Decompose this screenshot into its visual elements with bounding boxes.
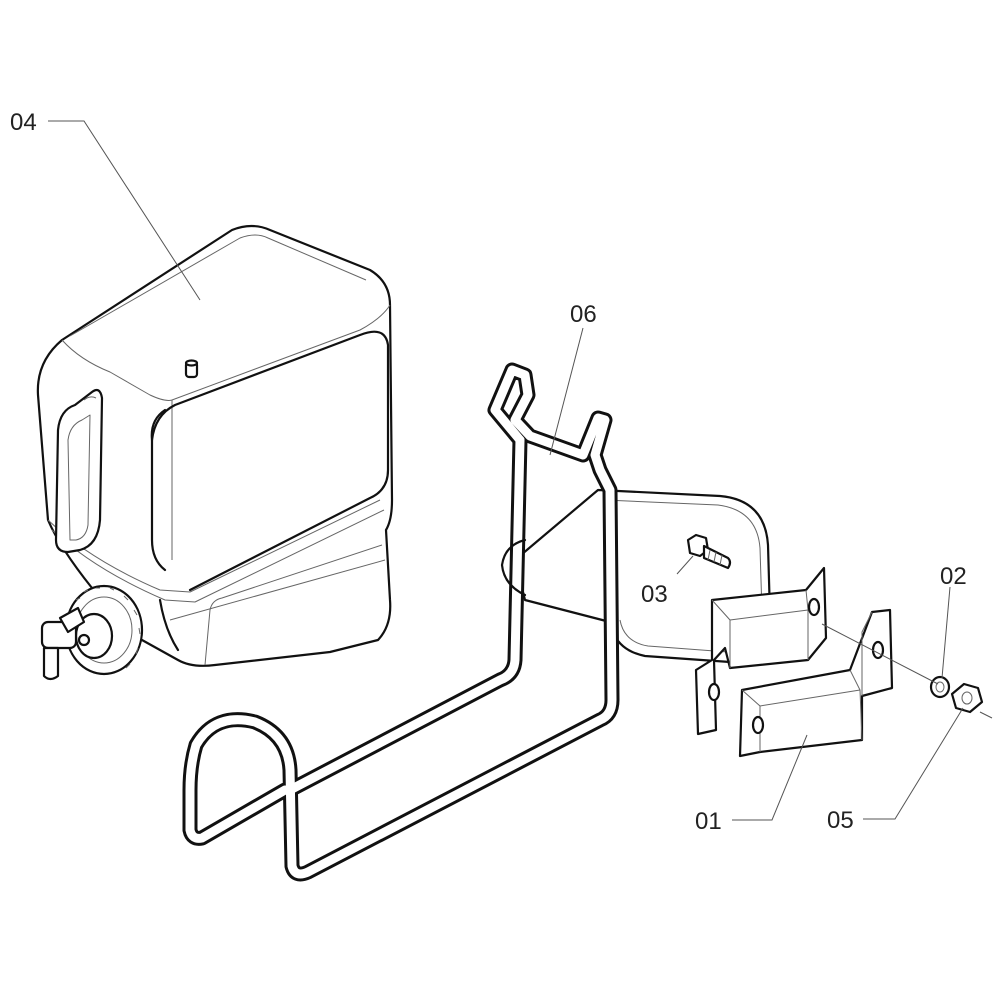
leader-lines	[48, 120, 993, 821]
callout-05: 05	[827, 807, 854, 834]
leader-01	[732, 734, 808, 821]
wire-rack	[182, 362, 772, 882]
lock-washer	[929, 675, 951, 699]
water-canister	[36, 224, 394, 681]
clamp-plate-front	[738, 608, 894, 758]
clamp-plate-rear	[694, 566, 828, 736]
hex-nut	[950, 682, 984, 714]
callout-06: 06	[570, 301, 597, 328]
leader-06	[549, 327, 584, 456]
hex-bolt	[686, 533, 732, 570]
leader-axis	[821, 623, 993, 719]
callout-02: 02	[940, 563, 967, 590]
leader-05	[863, 707, 964, 820]
leader-03	[676, 555, 694, 575]
leader-02	[941, 586, 951, 679]
leader-04	[48, 120, 201, 301]
callout-01: 01	[695, 808, 722, 835]
callout-04: 04	[10, 109, 37, 136]
callout-03: 03	[641, 581, 668, 608]
